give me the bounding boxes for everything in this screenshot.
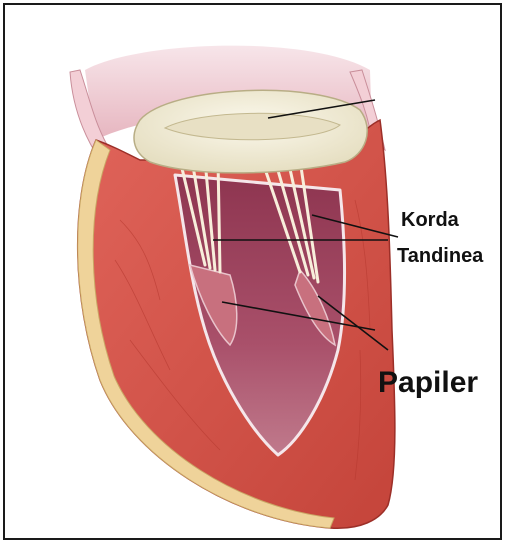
label-tandinea: Tandinea [397, 246, 483, 266]
label-korda: Korda [401, 210, 459, 230]
label-papiler: Papiler [378, 368, 478, 398]
